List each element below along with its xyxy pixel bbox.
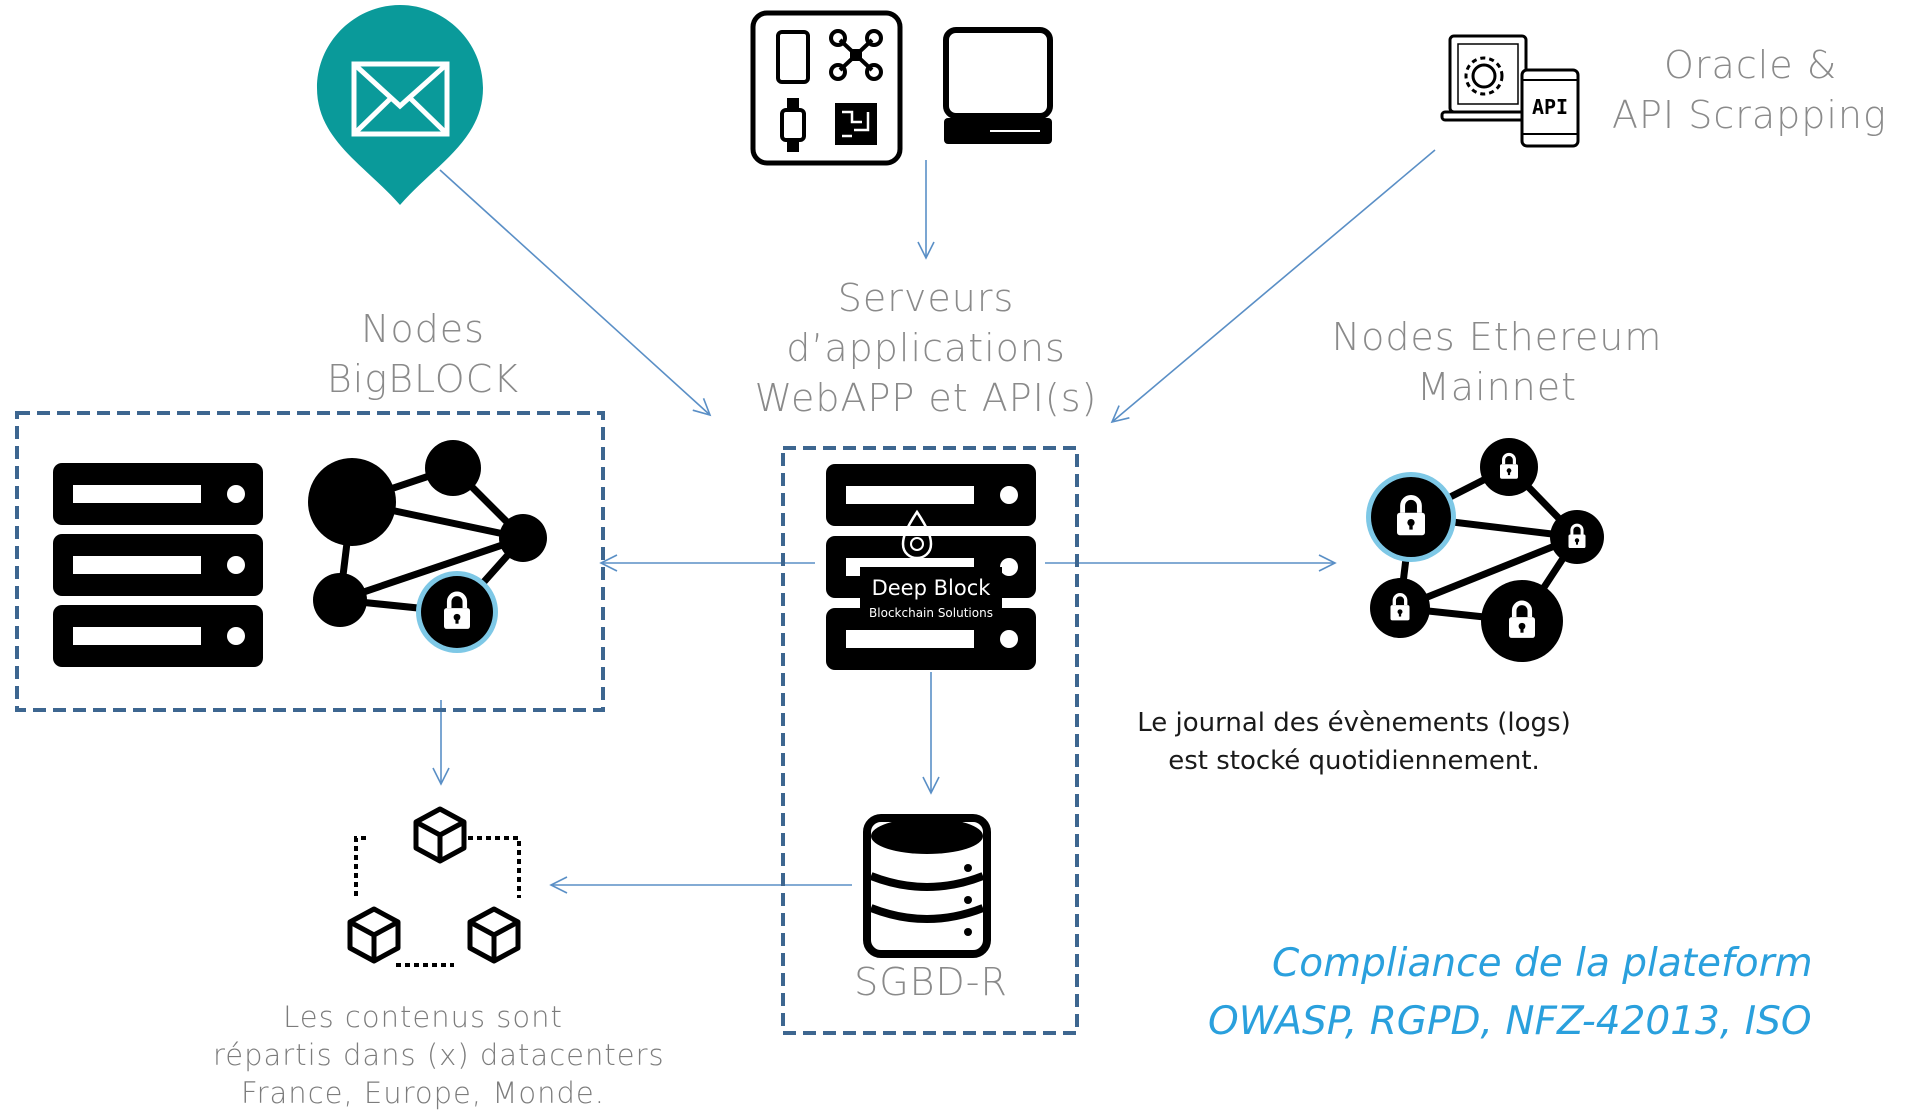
servers-group-box (781, 446, 1079, 1035)
database-icon (863, 814, 991, 958)
mail-pin-icon (317, 5, 483, 205)
mail-to-servers-arrow (439, 169, 712, 417)
connectors (432, 149, 1436, 894)
ethereum-network-icon (1366, 438, 1604, 662)
brand-name: Deep Block (872, 576, 992, 600)
logs-note-line2: est stocké quotidiennement. (1168, 746, 1540, 776)
content-note-line1: Les contenus sont (283, 1000, 563, 1034)
logs-note: Le journal des évènements (logs) est sto… (1124, 704, 1584, 780)
servers-label-line1: Serveurs (837, 276, 1015, 320)
ethereum-label: Nodes Ethereum Mainnet (1297, 312, 1697, 412)
brand-tagline: Blockchain Solutions (869, 606, 993, 620)
ethereum-label-line1: Nodes Ethereum (1331, 315, 1663, 359)
servers-label: Serveurs d’applications WebAPP et API(s) (726, 273, 1126, 423)
compliance-note: Compliance de la plateform OWASP, RGPD, … (1180, 935, 1914, 1051)
oracle-to-servers-arrow (1110, 149, 1436, 424)
bigblock-label: Nodes BigBLOCK (273, 304, 573, 404)
sgbd-label-text: SGBD-R (854, 960, 1008, 1004)
content-note-line2: répartis dans (x) datacenters (213, 1038, 665, 1072)
logs-note-line1: Le journal des évènements (logs) (1137, 708, 1571, 738)
bigblock-label-line2: BigBLOCK (326, 357, 520, 401)
devices-icon (750, 10, 903, 166)
compliance-line2: OWASP, RGPD, NFZ-42013, ISO (1208, 999, 1812, 1044)
deep-block-logo: Deep Block Blockchain Solutions (860, 509, 1002, 623)
ethereum-label-line2: Mainnet (1416, 365, 1578, 409)
servers-label-line3: WebAPP et API(s) (754, 376, 1098, 420)
distributed-cubes-icon (350, 809, 521, 967)
content-note-line3: France, Europe, Monde. (241, 1076, 605, 1110)
bigblock-group-box (15, 411, 605, 712)
content-note: Les contenus sont répartis dans (x) data… (213, 998, 665, 1112)
oracle-label-line2: API Scrapping (1612, 93, 1887, 137)
server-stack-icon (53, 463, 263, 667)
compliance-line1: Compliance de la plateform (1272, 941, 1813, 986)
network-lock-icon (308, 440, 547, 653)
sgbd-label: SGBD-R (831, 957, 1031, 1007)
monitor-icon (943, 27, 1053, 144)
oracle-label-line1: Oracle & (1664, 43, 1838, 87)
oracle-label: Oracle & API Scrapping (1600, 40, 1914, 140)
servers-label-line2: d’applications (786, 326, 1066, 370)
api-settings-icon: API (1440, 34, 1580, 148)
api-tag: API (1532, 95, 1568, 119)
bigblock-label-line1: Nodes (361, 307, 485, 351)
